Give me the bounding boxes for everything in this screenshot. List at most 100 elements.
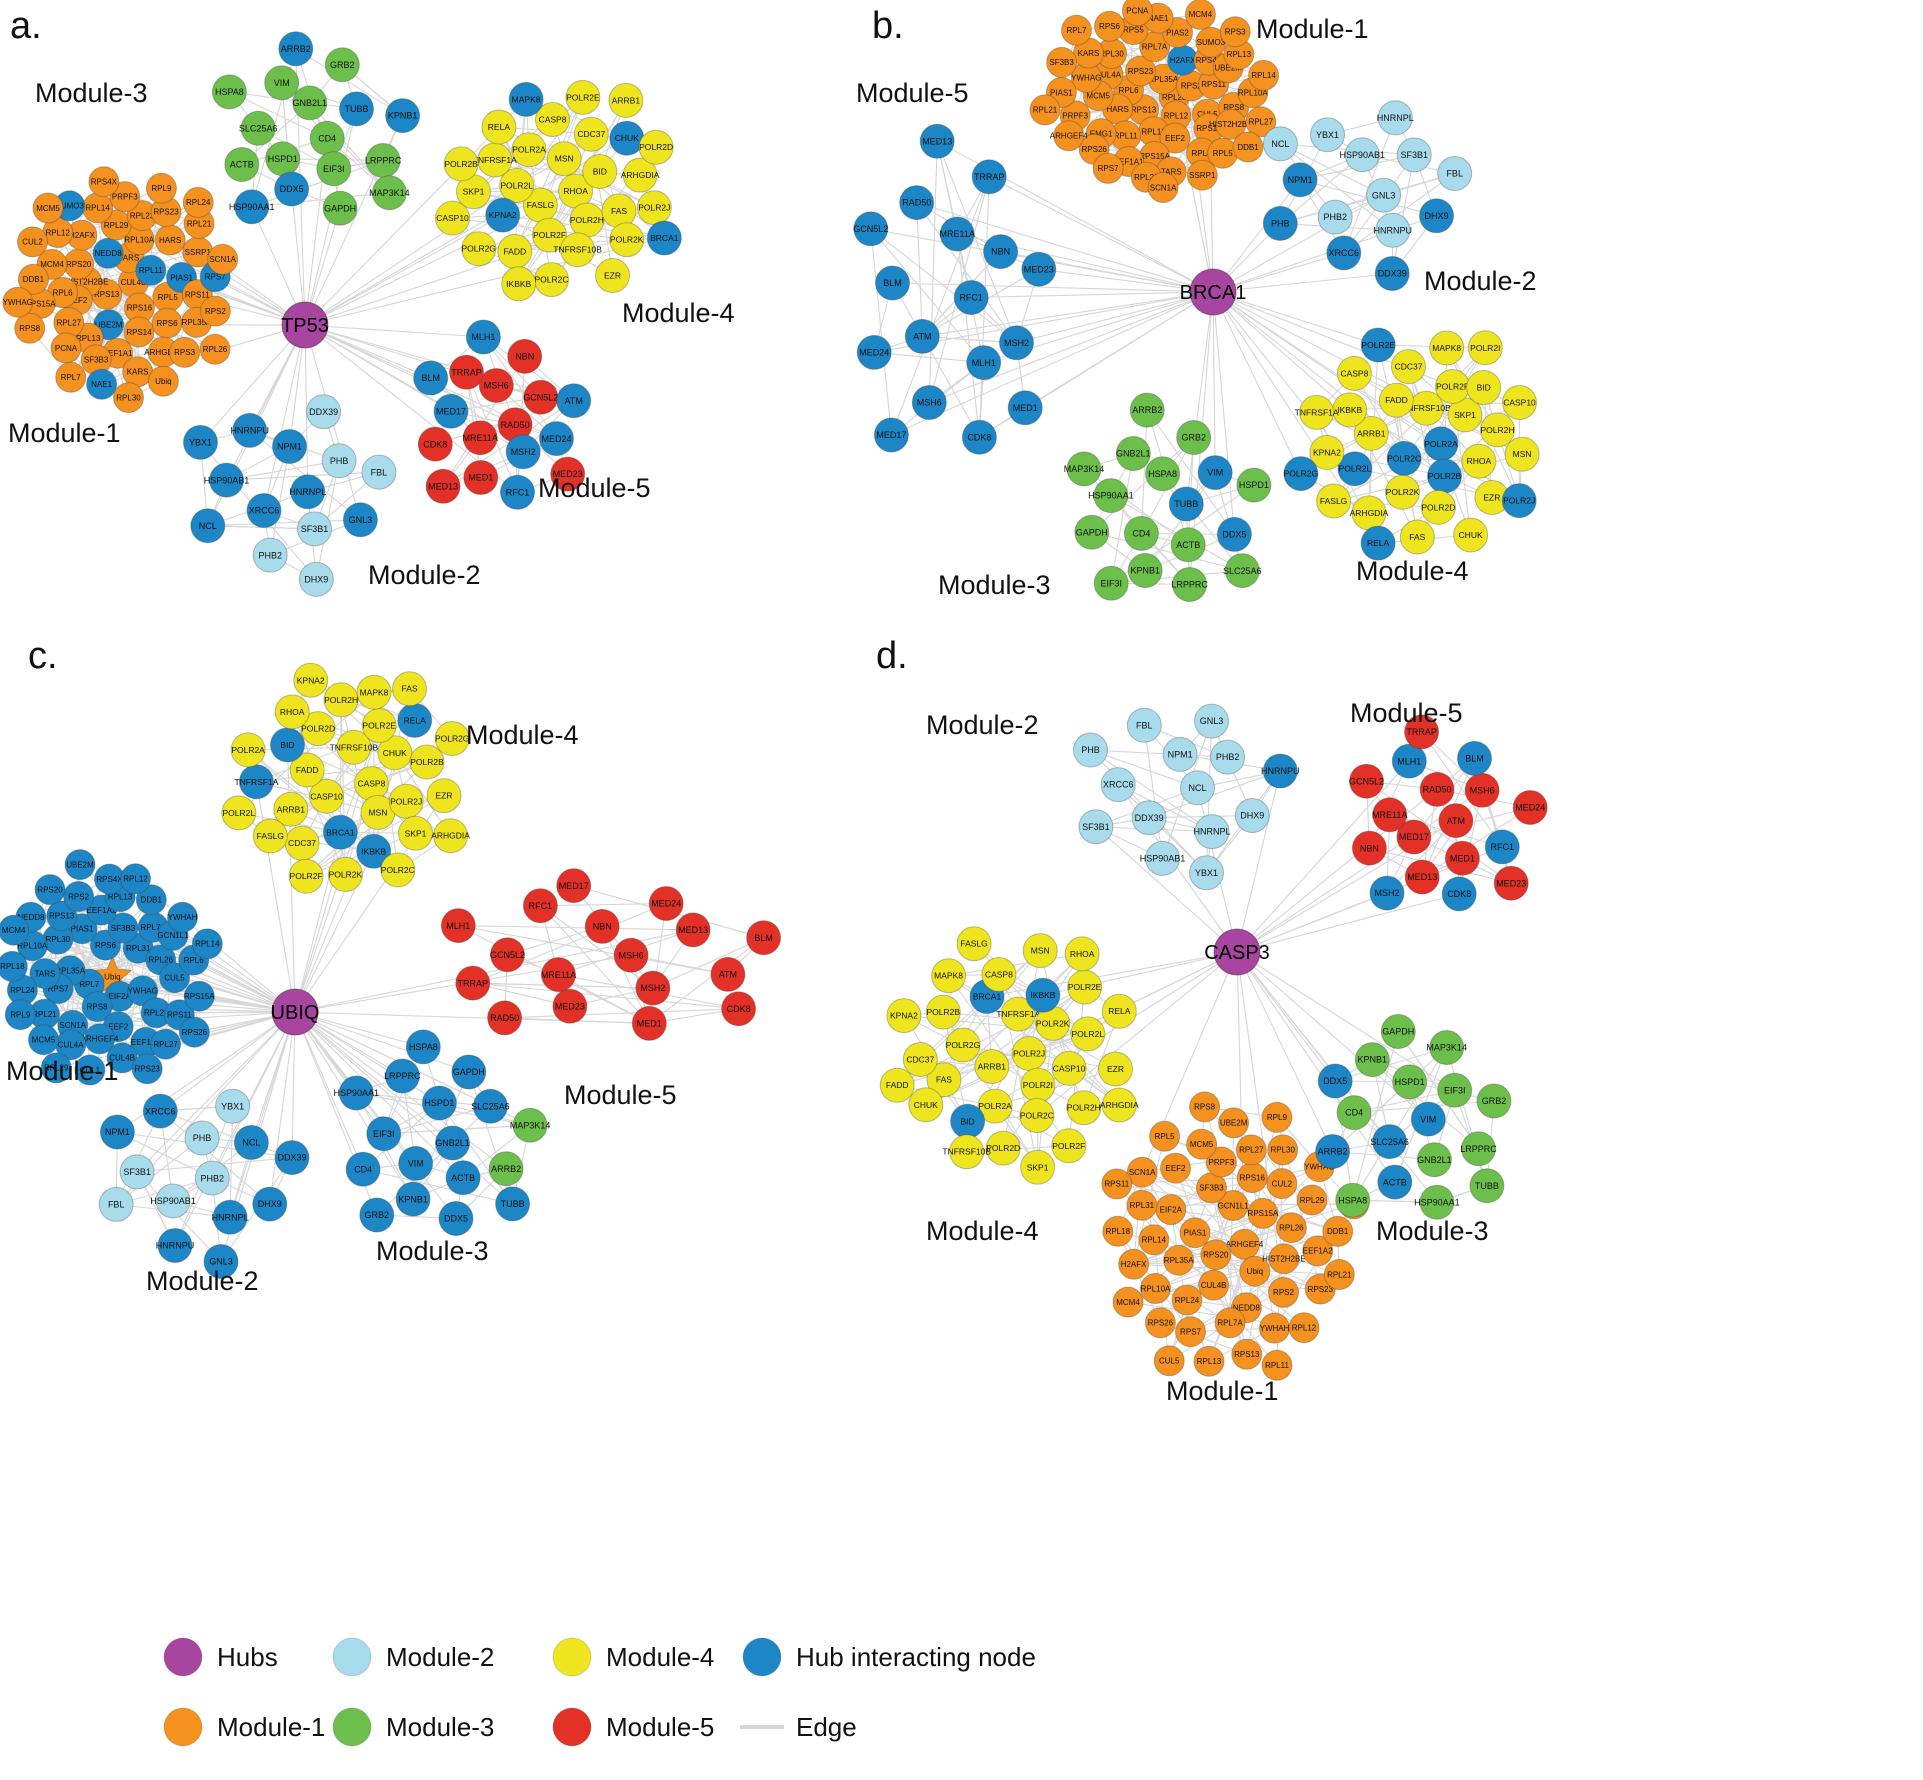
node-label: DHX9 [258, 1199, 282, 1209]
node-label: EEF1A2 [1303, 1247, 1333, 1256]
legend-swatch-module4 [553, 1638, 591, 1676]
node-label: ACTB [1176, 540, 1200, 550]
node-label: BID [593, 167, 607, 177]
module-label-Module-1: Module-1 [1256, 14, 1369, 44]
node-label: HNRNPU [1374, 226, 1413, 236]
node-label: PIAS1 [1050, 88, 1073, 97]
node-label: RPS6 [95, 941, 116, 950]
node-label: CDC37 [1395, 362, 1423, 372]
node-label: BID [1477, 382, 1491, 392]
node-label: RFC1 [506, 488, 530, 498]
node-label: HSP90AA1 [334, 1088, 380, 1098]
node-label: POLR2E [362, 721, 396, 731]
node-label: RPL5 [1213, 149, 1234, 158]
node-label: MED24 [1515, 803, 1545, 813]
node-label: POLR2K [610, 235, 644, 245]
node-label: TNFRSF10B [330, 742, 379, 752]
module-label-Module-3: Module-3 [1376, 1216, 1489, 1246]
legend-swatch-hub [164, 1638, 202, 1676]
node-label: MED13 [922, 136, 952, 146]
node-label: DHX9 [1240, 811, 1264, 821]
node-label: RPL35A [1164, 1256, 1194, 1265]
node-label: POLR2I [1023, 1080, 1053, 1090]
node-label: GRB2 [365, 1210, 390, 1220]
node-label: RPL9 [151, 184, 172, 193]
node-label: RPS16 [127, 304, 153, 313]
node-label: YWHAG [1071, 73, 1101, 82]
node-label: RPL26 [1279, 1224, 1304, 1233]
node-label: NCL [1188, 783, 1206, 793]
module-label-Module-5: Module-5 [538, 473, 651, 503]
module-label-Module-2: Module-2 [1424, 266, 1537, 296]
node-label: TNFRSF1A [996, 1009, 1040, 1019]
node-label: CDC37 [906, 1055, 934, 1065]
node-label: DDB1 [1327, 1227, 1349, 1236]
node-label: MSH2 [640, 983, 665, 993]
node-label: MCM5 [32, 1036, 56, 1045]
node-label: RPS6 [1099, 22, 1120, 31]
node-label: GRB2 [330, 60, 355, 70]
node-label: CDC37 [577, 129, 605, 139]
node-label: RPS26 [1148, 1319, 1174, 1328]
node-label: MSH6 [1470, 786, 1495, 796]
node-label: SF3B1 [1400, 150, 1428, 160]
node-label: KARS [1078, 49, 1100, 58]
node-label: POLR2F [533, 230, 566, 240]
node-label: UBE2M [66, 860, 94, 869]
node-label: SCN1A [59, 1021, 86, 1030]
node-label: RPS4X [91, 178, 118, 187]
node-label: POLR2F [290, 871, 323, 881]
node-label: RPL11 [1114, 132, 1138, 141]
node-label: RPS13 [49, 912, 75, 921]
legend-label: Module-5 [606, 1712, 714, 1742]
node-label: NEDD8 [95, 249, 123, 258]
node-label: CDK8 [967, 432, 991, 442]
node-label: HSPA8 [1148, 469, 1177, 479]
node-label: CASP10 [1503, 398, 1536, 408]
node-label: DDX5 [1222, 530, 1246, 540]
node-label: PRPF3 [1062, 112, 1088, 121]
node-label: RPL9 [10, 1010, 31, 1019]
node-label: ARHGDIA [1350, 508, 1389, 518]
node-label: BLM [883, 278, 902, 288]
node-label: MLH1 [1397, 756, 1421, 766]
node-label: GRB2 [1181, 433, 1206, 443]
node-label: LRPPRC [365, 156, 402, 166]
node-label: POLR2J [390, 796, 422, 806]
node-label: HSPD1 [1395, 1077, 1425, 1087]
node-label: DDX5 [1323, 1076, 1347, 1086]
node-label: POLR2L [500, 180, 533, 190]
node-label: EIF3I [1100, 578, 1122, 588]
node-label: MAPK8 [360, 687, 389, 697]
node-label: RELA [488, 122, 511, 132]
node-label: DDX39 [277, 1153, 306, 1163]
panel-b: RFC1ATMMRE11AMLH1BLMNBNMSH6RAD50MSH2MED2… [853, 0, 1539, 602]
node-label: CASP8 [1340, 368, 1368, 378]
node-label: RPL5 [158, 293, 179, 302]
node-label: HNRNPL [212, 1212, 249, 1222]
node-label: POLR2G [1284, 469, 1319, 479]
node-label: RFC1 [959, 293, 983, 303]
node-label: ARRB2 [281, 44, 311, 54]
node-label: MED13 [428, 482, 458, 492]
node-label: HNRNPU [1261, 766, 1300, 776]
node-label: RPL7 [1066, 26, 1087, 35]
node-label: KPNA2 [489, 210, 517, 220]
hub-label-UBIQ: UBIQ [271, 1002, 320, 1024]
node-label: XRCC6 [1103, 780, 1134, 790]
node-label: NCL [199, 521, 217, 531]
node-label: RPL21 [1033, 106, 1058, 115]
node-label: XRCC6 [1329, 248, 1360, 258]
node-label: Ubiq [155, 377, 171, 386]
node-label: MRE11A [1372, 810, 1407, 820]
node-label: CUL4B [1201, 1281, 1227, 1290]
node-label: PHB2 [258, 550, 282, 560]
node-label: RPS8 [87, 1002, 108, 1011]
node-label: RHOA [280, 707, 305, 717]
node-label: RPS8 [19, 324, 40, 333]
node-label: MAPK8 [934, 971, 963, 981]
node-label: RPL24 [1175, 1296, 1200, 1305]
node-label: LRPPRC [1460, 1144, 1497, 1154]
node-label: CD4 [1345, 1108, 1363, 1118]
